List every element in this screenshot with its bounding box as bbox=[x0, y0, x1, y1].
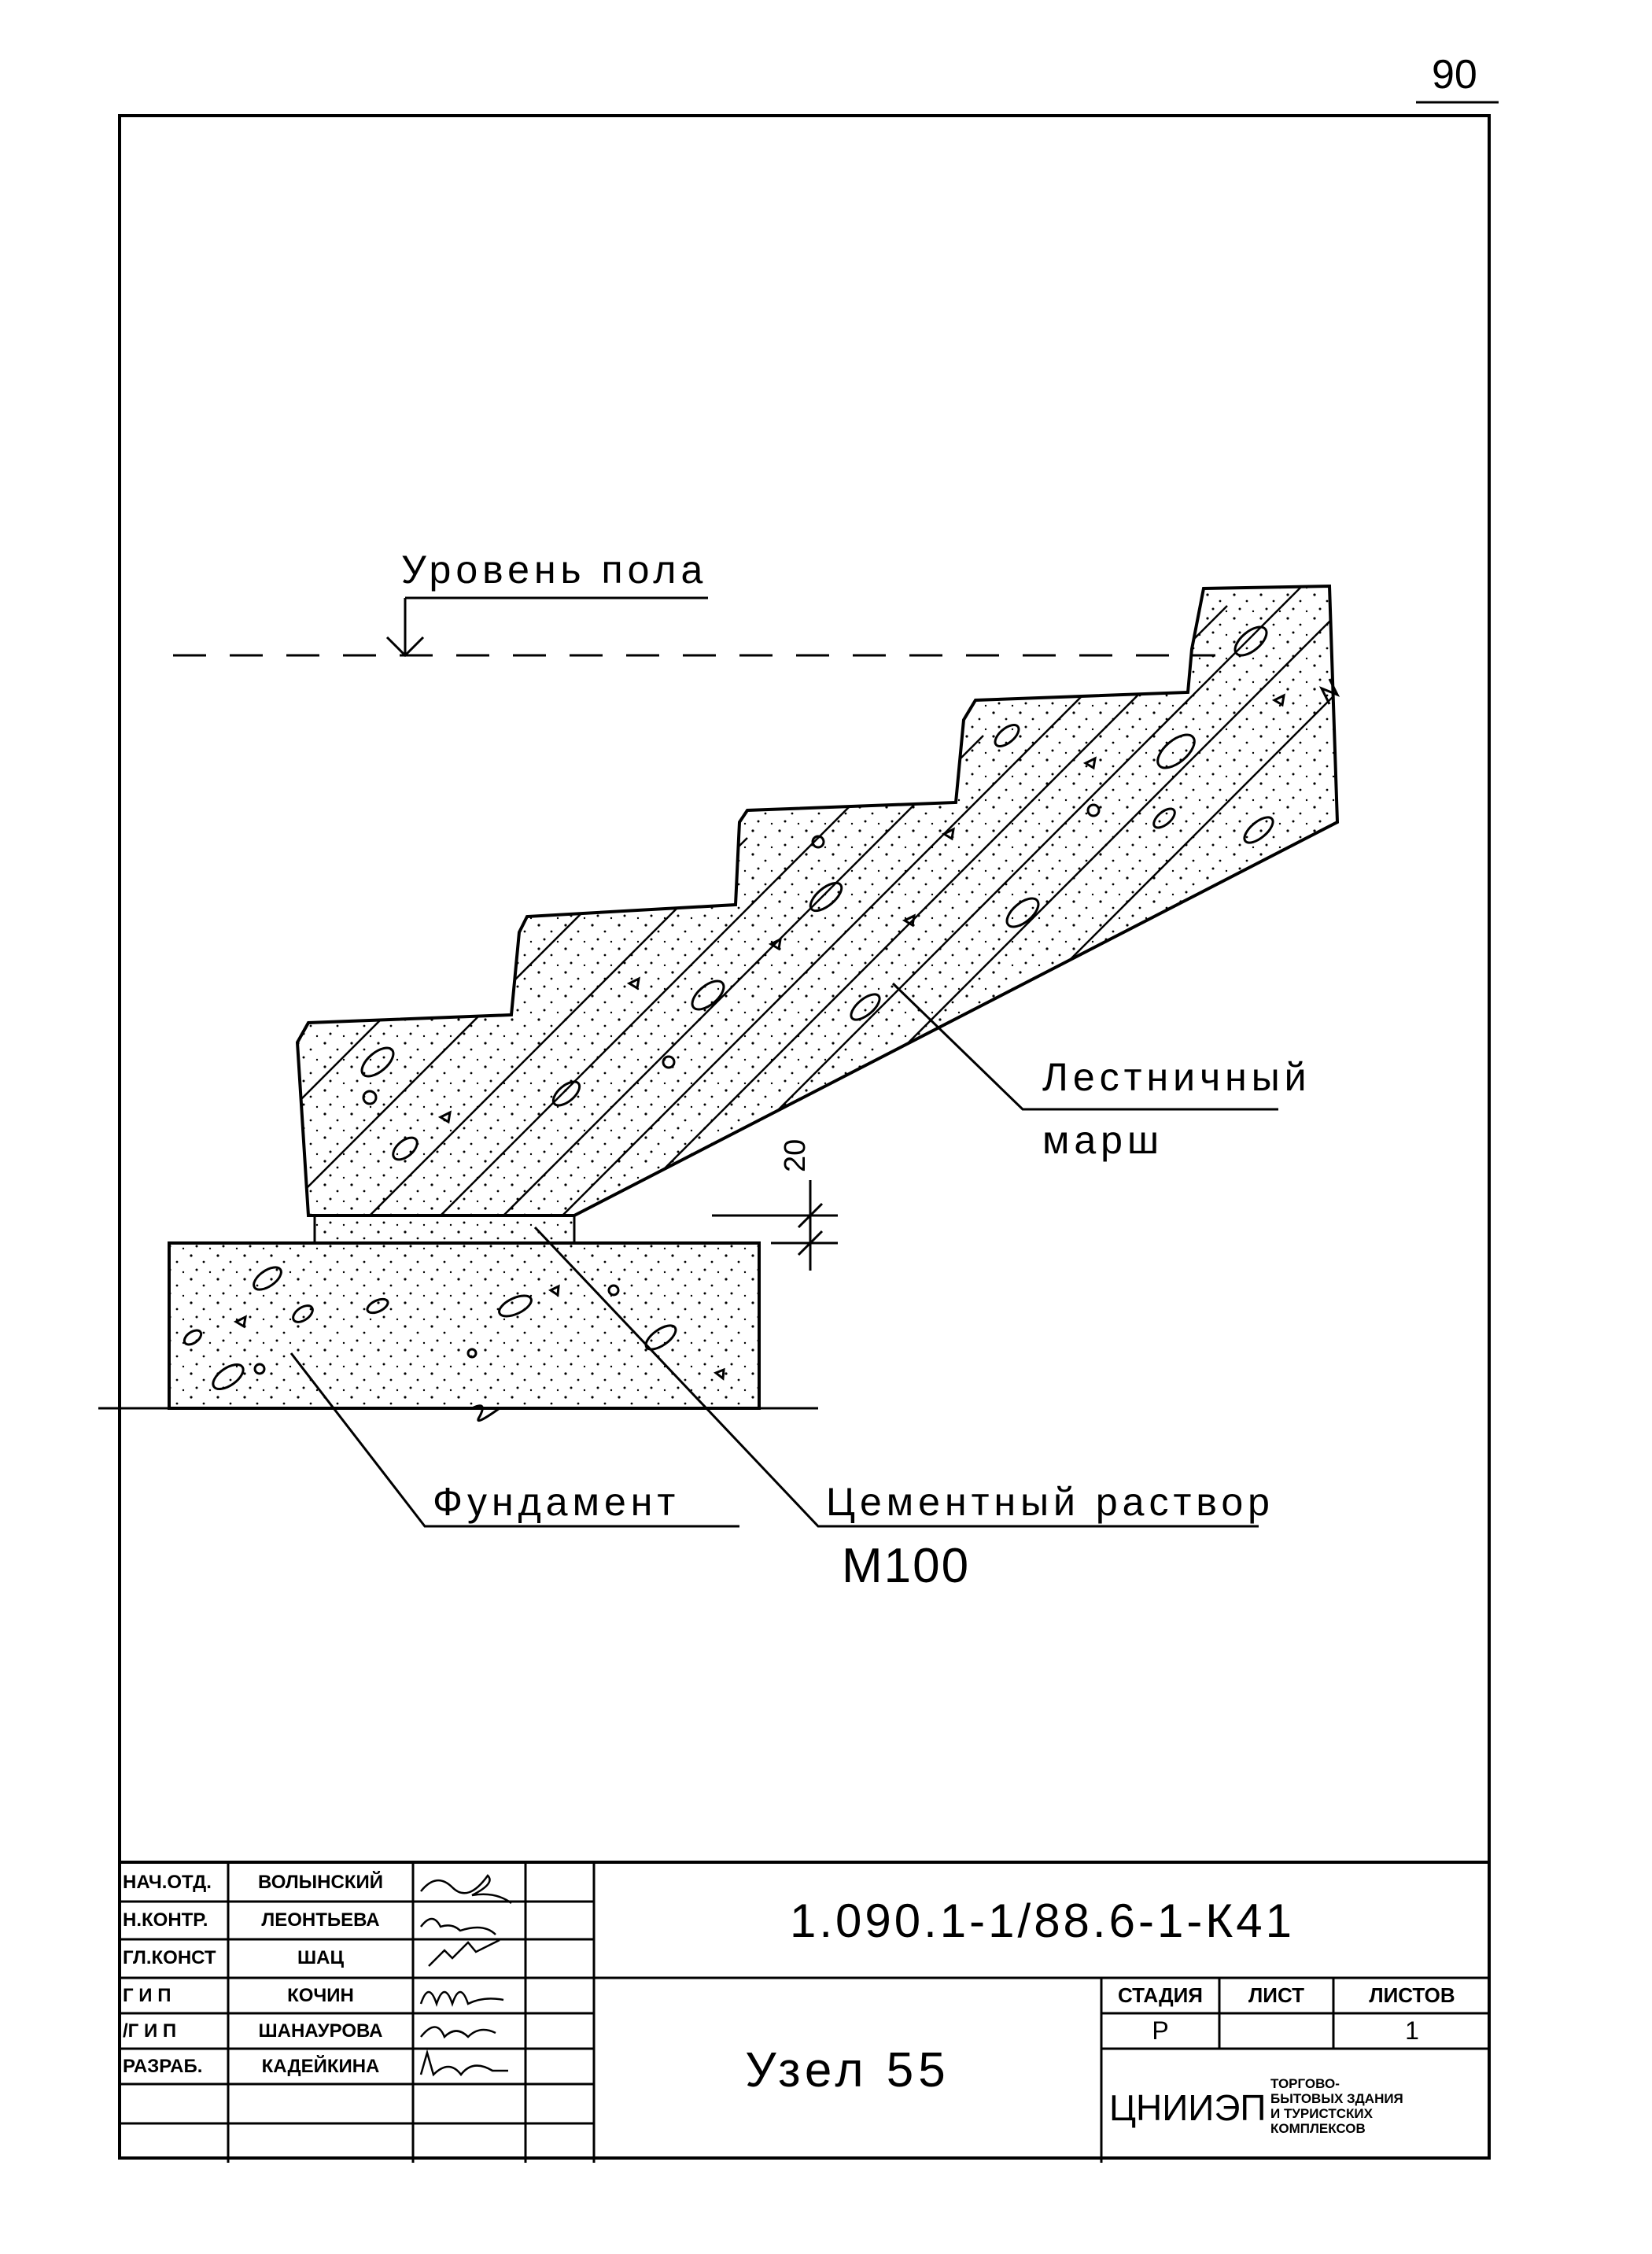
stair-aggregate bbox=[360, 625, 1285, 1161]
cement-mortar-label-line2: М100 bbox=[842, 1539, 971, 1593]
floor-level-label: Уровень пола bbox=[401, 548, 708, 592]
name-4: ШАНАУРОВА bbox=[258, 2020, 383, 2042]
dimension-20-label: 20 bbox=[779, 1138, 812, 1172]
role-0: НАЧ.ОТД. bbox=[123, 1872, 212, 1893]
stair-flight-label-line2: марш bbox=[1042, 1118, 1164, 1162]
signatures bbox=[419, 1874, 512, 2077]
sheets-value: 1 bbox=[1405, 2016, 1419, 2045]
role-5: РАЗРАБ. bbox=[123, 2055, 203, 2077]
name-2: ШАЦ bbox=[297, 1947, 344, 1968]
sheet-header: ЛИСТ bbox=[1248, 1983, 1304, 2007]
organization-desc-cell: ТОРГОВО-БЫТОВЫХ ЗДАНИЯ И ТУРИСТСКИХ КОМП… bbox=[1270, 2053, 1412, 2159]
role-4: /Г И П bbox=[123, 2020, 177, 2042]
name-3: КОЧИН bbox=[287, 1984, 354, 2006]
role-3: Г И П bbox=[123, 1984, 171, 2006]
dimension-20 bbox=[712, 1180, 838, 1271]
name-5: КАДЕЙКИНА bbox=[261, 2055, 380, 2077]
title-block: НАЧ.ОТД. Н.КОНТР. ГЛ.КОНСТ Г И П /Г И П … bbox=[118, 1861, 1491, 2163]
stage-value: Р bbox=[1152, 2016, 1169, 2045]
page-number: 90 bbox=[1432, 52, 1477, 98]
sheets-header: ЛИСТОВ bbox=[1369, 1983, 1455, 2007]
foundation-aggregate bbox=[183, 1266, 725, 1391]
organization-desc: ТОРГОВО-БЫТОВЫХ ЗДАНИЯ И ТУРИСТСКИХ КОМП… bbox=[1270, 2075, 1403, 2136]
sheet-frame bbox=[118, 114, 1491, 2160]
title-block-grid bbox=[118, 1864, 1491, 2163]
role-2: ГЛ.КОНСТ bbox=[123, 1947, 216, 1968]
sheet-title: Узел 55 bbox=[745, 2043, 950, 2097]
floor-level-marker bbox=[385, 598, 425, 658]
cement-mortar-label-line1: Цементный раствор bbox=[826, 1480, 1274, 1524]
name-1: ЛЕОНТЬЕВА bbox=[261, 1909, 380, 1931]
organization: ЦНИИЭП bbox=[1109, 2087, 1267, 2128]
document-code: 1.090.1-1/88.6-1-К41 bbox=[789, 1894, 1295, 1947]
name-0: ВОЛЫНСКИЙ bbox=[258, 1872, 383, 1893]
foundation-label: Фундамент bbox=[433, 1480, 680, 1524]
stair-flight-label-line1: Лестничный bbox=[1042, 1055, 1311, 1099]
stage-header: СТАДИЯ bbox=[1117, 1983, 1203, 2007]
role-1: Н.КОНТР. bbox=[123, 1909, 208, 1931]
cement-mortar-layer bbox=[313, 1214, 576, 1245]
